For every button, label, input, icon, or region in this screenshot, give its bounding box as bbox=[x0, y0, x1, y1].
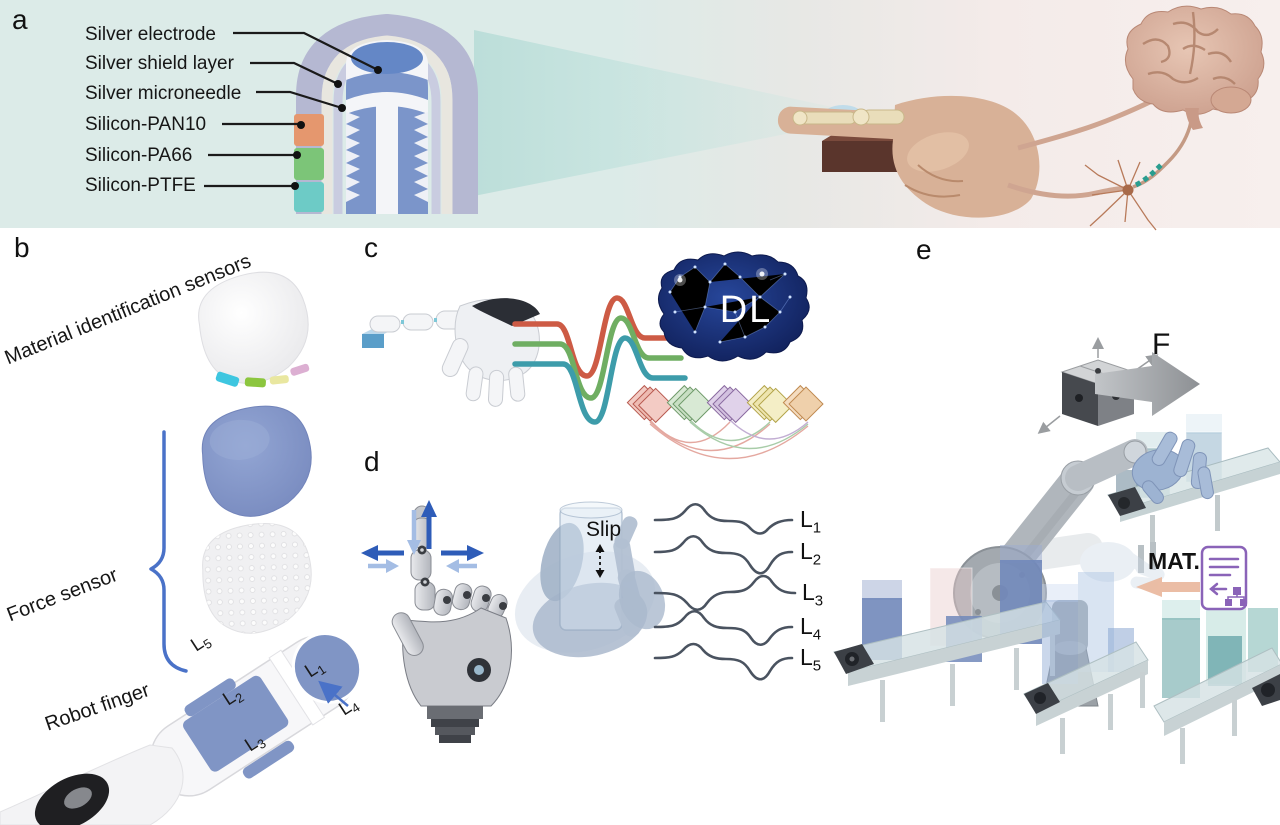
label-slip: Slip bbox=[586, 518, 622, 541]
panel-d-art bbox=[361, 500, 797, 743]
zone-l4-arrow bbox=[318, 680, 349, 707]
force-arrow bbox=[1095, 352, 1200, 416]
response-waveforms bbox=[512, 295, 688, 425]
leader-dots bbox=[291, 66, 382, 190]
myelin-segments bbox=[1134, 162, 1164, 188]
robot-hand-touching bbox=[362, 298, 540, 407]
zone-l1-pad bbox=[291, 632, 363, 704]
dl-brain: DL bbox=[658, 251, 810, 362]
material-arrow bbox=[1136, 577, 1200, 597]
force-sensor-cap bbox=[202, 523, 312, 634]
label-silver-electrode: Silver electrode bbox=[85, 24, 216, 45]
material-chips bbox=[215, 363, 310, 388]
test-block bbox=[362, 334, 384, 348]
dl-label: DL bbox=[720, 289, 773, 331]
label-silicon-pa66: Silicon-PA66 bbox=[85, 145, 193, 166]
slip-hand bbox=[514, 501, 666, 658]
skip-connections bbox=[649, 419, 809, 460]
label-silver-shield-layer: Silver shield layer bbox=[85, 53, 234, 74]
wave-l4 bbox=[653, 609, 794, 647]
channel-label-l1: L1 bbox=[800, 506, 822, 537]
swatch-pa66 bbox=[294, 148, 324, 180]
neural-net-nodes bbox=[668, 262, 792, 344]
layer-stacks bbox=[626, 384, 824, 424]
swatch-pan10 bbox=[294, 114, 324, 146]
wave-l3 bbox=[653, 574, 797, 612]
zone-l3-pad bbox=[242, 740, 295, 779]
blue-cap bbox=[201, 405, 312, 517]
label-force-f: F bbox=[1152, 328, 1171, 361]
swatch-ptfe bbox=[294, 182, 324, 212]
panel-label-a: a bbox=[12, 4, 28, 35]
leader-lines bbox=[204, 31, 379, 188]
label-mat: MAT. bbox=[1148, 548, 1200, 574]
zone-l5-pad bbox=[184, 678, 236, 717]
label-silver-microneedle: Silver microneedle bbox=[85, 83, 242, 104]
label-silicon-ptfe: Silicon-PTFE bbox=[85, 175, 196, 196]
panel-c-art: DL bbox=[362, 251, 824, 460]
human-hand bbox=[777, 95, 1040, 218]
channel-label-l5: L5 bbox=[800, 644, 822, 675]
wave-l5 bbox=[653, 642, 794, 681]
panel-label-e: e bbox=[916, 234, 932, 265]
nn-layer-diagram bbox=[626, 384, 824, 460]
electrode-dome bbox=[351, 42, 423, 74]
robot-arm-base bbox=[0, 744, 184, 825]
channel-label-l3: L3 bbox=[802, 579, 824, 610]
brain bbox=[1124, 5, 1265, 130]
waveform-green bbox=[512, 315, 684, 401]
neuron bbox=[1084, 159, 1157, 231]
flowchart-glyph bbox=[1225, 587, 1247, 606]
panel-label-b: b bbox=[14, 232, 30, 263]
panel-label-c: c bbox=[364, 232, 378, 263]
microneedle-teeth-right bbox=[414, 112, 428, 202]
channel-label-l2: L2 bbox=[800, 538, 822, 569]
force-sensor-brace bbox=[149, 430, 188, 673]
label-silicon-pan10: Silicon-PAN10 bbox=[85, 114, 207, 135]
light-cone bbox=[474, 30, 846, 196]
wave-l1 bbox=[653, 502, 794, 535]
slip-arrow bbox=[595, 544, 605, 578]
robot-hand-blue bbox=[1131, 431, 1214, 504]
zone-label-l5: L5 bbox=[187, 629, 214, 658]
robot-hand-forces bbox=[391, 505, 512, 743]
microneedle-teeth-left bbox=[346, 112, 360, 202]
material-report-icon bbox=[1136, 545, 1248, 611]
sensor-cross-section bbox=[294, 13, 478, 214]
panel-label-d: d bbox=[364, 446, 380, 477]
waveform-red bbox=[512, 295, 680, 379]
folded-fingers bbox=[433, 583, 508, 619]
zone-l2-pad bbox=[183, 675, 289, 772]
channel-label-l4: L4 bbox=[800, 613, 822, 644]
robot-fingertip bbox=[149, 632, 363, 797]
waveform-teal bbox=[512, 335, 688, 425]
panel-e-art bbox=[833, 337, 1280, 764]
panel-b-art: L5 L1 L2 L3 L4 bbox=[0, 271, 363, 825]
panel-a-art bbox=[204, 5, 1265, 231]
conveyor-left bbox=[833, 545, 1061, 722]
material-id-cap bbox=[198, 271, 310, 388]
force-direction-arrows bbox=[361, 500, 484, 573]
channel-waveforms bbox=[653, 502, 797, 681]
conveyor-middle bbox=[1023, 572, 1149, 754]
wave-l2 bbox=[653, 534, 794, 575]
